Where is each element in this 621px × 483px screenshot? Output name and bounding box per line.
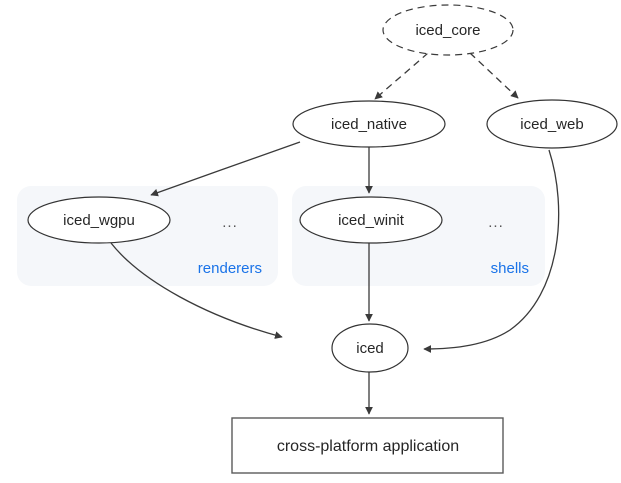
node-iced_wgpu-shape (27, 196, 171, 244)
node-iced_web[interactable]: iced_web (486, 99, 618, 149)
node-iced_core-label: iced_core (415, 22, 480, 39)
edge-iced_wgpu-to-iced (110, 242, 283, 339)
cluster-renderers-ellipsis: ... (222, 214, 238, 231)
node-cross-platform-application[interactable]: cross-platform application (231, 417, 504, 474)
cluster-shells-ellipsis: ... (488, 214, 504, 231)
node-iced_wgpu-label: iced_wgpu (63, 212, 135, 229)
node-iced_winit-label: iced_winit (338, 212, 405, 229)
cluster-label-renderers: renderers (198, 260, 262, 277)
node-application-label: cross-platform application (277, 438, 459, 455)
node-iced_native-shape (292, 100, 446, 148)
edge-iced_core-to-iced_native (374, 52, 429, 100)
node-iced_wgpu[interactable]: iced_wgpu (27, 196, 171, 244)
node-iced_winit[interactable]: iced_winit (299, 196, 443, 244)
cluster-label-shells: shells (491, 260, 529, 277)
node-iced[interactable]: iced (331, 323, 409, 373)
edge-iced_web-to-iced (423, 149, 560, 353)
node-application-shape (231, 417, 504, 474)
node-iced_core[interactable]: iced_core (382, 4, 514, 56)
edge-iced_core-to-iced_web (469, 52, 519, 99)
node-iced_web-shape (486, 99, 618, 149)
edge-iced_native-to-iced_wgpu (150, 141, 301, 197)
node-iced_native-label: iced_native (331, 116, 407, 133)
node-iced_core-shape (382, 4, 514, 56)
node-iced-shape (331, 323, 409, 373)
node-iced-label: iced (356, 340, 384, 357)
node-iced_native[interactable]: iced_native (292, 100, 446, 148)
node-iced_web-label: iced_web (520, 116, 583, 133)
node-iced_winit-shape (299, 196, 443, 244)
